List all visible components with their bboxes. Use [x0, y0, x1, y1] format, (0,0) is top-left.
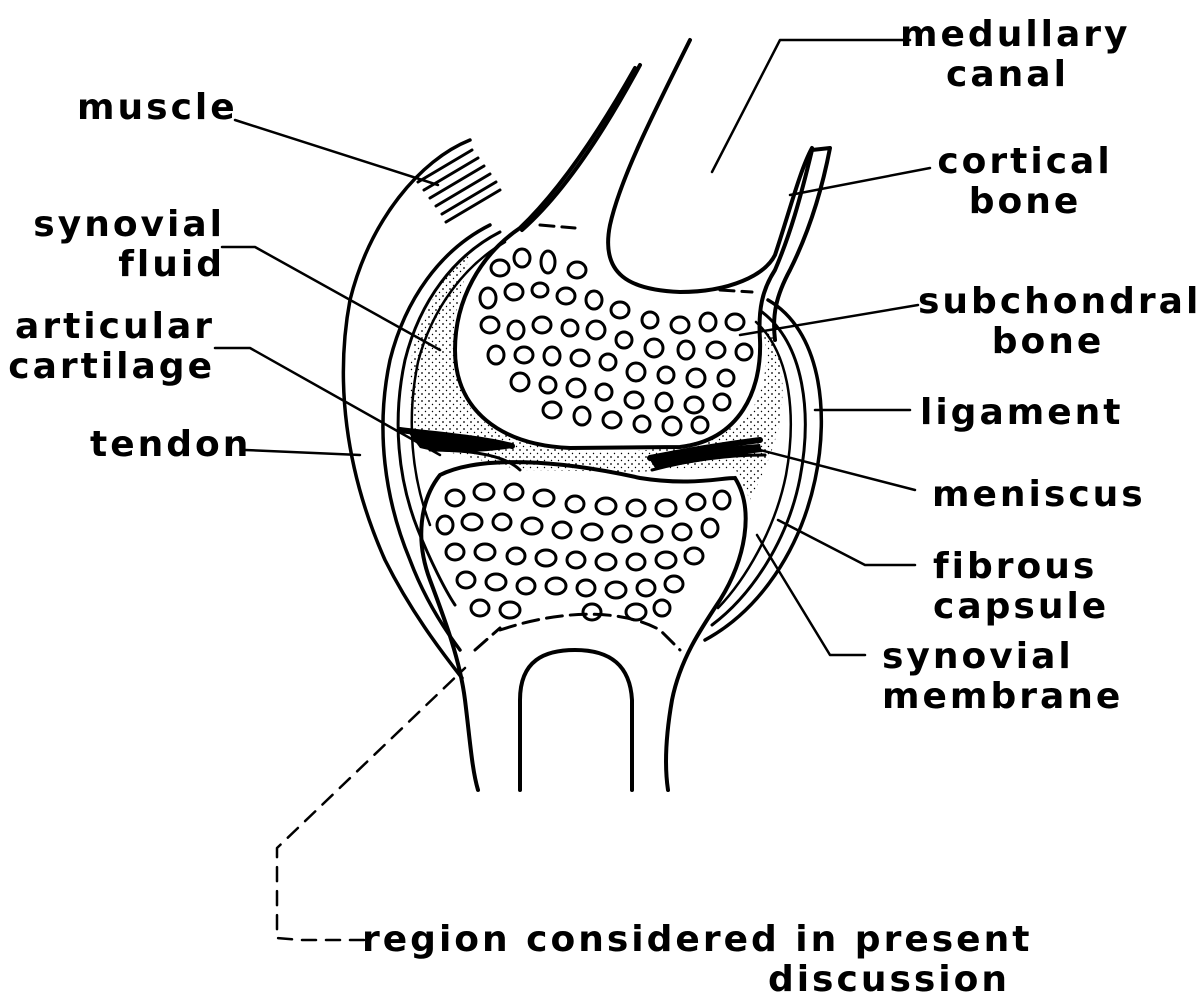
leader-fibrous-capsule [778, 520, 915, 565]
upper-trabecular-bone [480, 249, 752, 435]
label-subchondral-bone: subchondral bone [918, 282, 1178, 362]
leader-muscle [235, 120, 438, 185]
leader-subchondral-bone [740, 305, 918, 335]
leader-tendon [245, 450, 360, 455]
label-fibrous-capsule: fibrous capsule [933, 547, 1109, 627]
leader-region [277, 668, 465, 940]
label-meniscus: meniscus [932, 475, 1146, 515]
label-articular-cartilage: articular cartilage [5, 307, 215, 387]
label-cortical-bone: cortical bone [925, 142, 1125, 222]
muscle-fibers [418, 150, 500, 222]
lower-trabecular-bone [437, 484, 730, 620]
label-medullary-canal: medullary canal [900, 15, 1115, 95]
label-synovial-fluid: synovial fluid [20, 205, 225, 285]
upper-growth-line [540, 225, 752, 292]
label-tendon: tendon [90, 425, 251, 465]
label-synovial-membrane: synovial membrane [882, 637, 1123, 717]
lower-medullary-canal [520, 650, 632, 790]
label-region-considered: region considered in present discussion [362, 920, 1010, 1000]
leader-cortical-bone [790, 168, 930, 195]
leader-synovial-fluid [222, 247, 440, 350]
lower-growth-line [475, 614, 680, 650]
label-muscle: muscle [77, 88, 238, 128]
label-ligament: ligament [920, 393, 1124, 433]
